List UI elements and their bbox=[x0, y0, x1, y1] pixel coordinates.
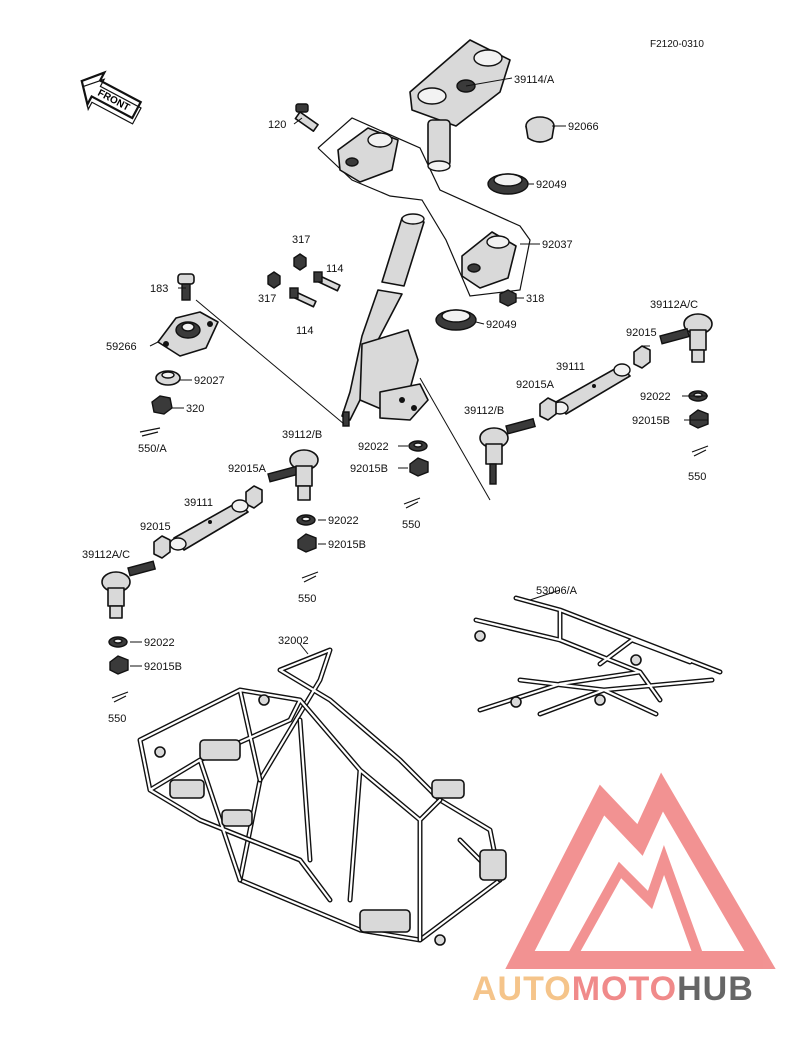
bracket-59266 bbox=[157, 311, 219, 357]
locknut-92015-right bbox=[633, 345, 651, 369]
label-92022-right: 92022 bbox=[640, 391, 671, 403]
label-550-right: 550 bbox=[688, 471, 706, 483]
part-labels: 39114/A 92066 120 92049 92037 317 317 11… bbox=[82, 74, 706, 725]
tie-rod-end-left-upper bbox=[267, 449, 319, 501]
tie-rod-end-mid bbox=[479, 417, 536, 485]
main-frame bbox=[137, 647, 507, 946]
label-550a: 550/A bbox=[138, 443, 167, 455]
label-39111-right: 39111 bbox=[556, 361, 585, 373]
locknut-92015-left bbox=[153, 535, 171, 559]
washer-92022-left2 bbox=[296, 514, 316, 526]
label-92022-left: 92022 bbox=[144, 637, 175, 649]
diagram-code: F2120-0310 bbox=[650, 39, 704, 50]
nut-92015b-mid bbox=[409, 457, 429, 477]
label-92015a-left: 92015A bbox=[228, 463, 267, 475]
nut-317-a bbox=[293, 253, 307, 271]
label-317-b: 317 bbox=[258, 293, 276, 305]
handlebar-holder bbox=[409, 39, 511, 172]
label-53006a: 53006/A bbox=[536, 585, 578, 597]
cotter-550-mid bbox=[403, 497, 421, 509]
tie-rod-end-left-lower bbox=[101, 560, 157, 619]
label-39112b-left: 39112/B bbox=[282, 429, 322, 441]
washer-92022-left bbox=[108, 636, 128, 648]
label-92022-mid: 92022 bbox=[358, 441, 389, 453]
label-92015-right: 92015 bbox=[626, 327, 657, 339]
label-92015-left: 92015 bbox=[140, 521, 171, 533]
cotter-550-left2 bbox=[301, 571, 319, 583]
label-114-a: 114 bbox=[326, 263, 344, 275]
label-183: 183 bbox=[150, 283, 168, 295]
label-59266: 59266 bbox=[106, 341, 137, 353]
nut-92015b-left bbox=[109, 655, 129, 675]
bolt-114-b bbox=[289, 287, 317, 308]
front-arrow-icon: FRONT bbox=[80, 70, 143, 125]
label-550-mid: 550 bbox=[402, 519, 420, 531]
seal-92049-bot bbox=[435, 309, 477, 331]
stem-lower-clamp bbox=[461, 231, 517, 289]
label-92022-left2: 92022 bbox=[328, 515, 359, 527]
tie-rod-right bbox=[551, 363, 631, 415]
label-550-left2: 550 bbox=[298, 593, 316, 605]
label-32002: 32002 bbox=[278, 635, 309, 647]
label-92015b-mid: 92015B bbox=[350, 463, 388, 475]
sub-frame bbox=[473, 595, 723, 717]
cotter-550-right bbox=[691, 445, 709, 457]
label-92015b-right: 92015B bbox=[632, 415, 670, 427]
watermark-hub: HUB bbox=[677, 970, 754, 1008]
label-92066: 92066 bbox=[568, 121, 599, 133]
label-92015a-right: 92015A bbox=[516, 379, 555, 391]
tie-rod-end-right bbox=[659, 313, 713, 363]
nut-318 bbox=[499, 289, 517, 307]
label-120: 120 bbox=[268, 119, 286, 131]
cotter-550-left bbox=[111, 691, 129, 703]
bolt-114-a bbox=[313, 271, 341, 292]
label-92049-top: 92049 bbox=[536, 179, 567, 191]
watermark-auto: AUTO bbox=[472, 970, 572, 1008]
label-550-left: 550 bbox=[108, 713, 126, 725]
seal-92049-top bbox=[487, 173, 529, 195]
watermark-moto: MOTO bbox=[572, 970, 677, 1008]
label-92049-bot: 92049 bbox=[486, 319, 517, 331]
label-114-b: 114 bbox=[296, 325, 314, 337]
steering-shaft bbox=[341, 213, 429, 427]
tie-rod-left bbox=[169, 499, 249, 551]
nut-92015b-right bbox=[689, 409, 709, 429]
cotter-550a bbox=[139, 427, 161, 437]
label-39111-left: 39111 bbox=[184, 497, 213, 509]
nut-317-b bbox=[267, 271, 281, 289]
washer-92022-mid bbox=[408, 440, 428, 452]
label-39114a: 39114/A bbox=[514, 74, 555, 86]
label-92015b-left2: 92015B bbox=[328, 539, 366, 551]
collar-92027 bbox=[155, 370, 181, 386]
label-317-a: 317 bbox=[292, 234, 310, 246]
label-39112b-right: 39112/B bbox=[464, 405, 504, 417]
bolt-120 bbox=[294, 103, 319, 132]
label-318: 318 bbox=[526, 293, 544, 305]
label-39112ac-right: 39112A/C bbox=[650, 299, 698, 311]
watermark-text: AUTOMOTOHUB bbox=[472, 970, 754, 1008]
label-92027: 92027 bbox=[194, 375, 225, 387]
stem-clamp bbox=[337, 127, 399, 183]
stem-group-outline bbox=[317, 117, 531, 297]
stem-cap bbox=[525, 116, 555, 143]
nut-92015b-left2 bbox=[297, 533, 317, 553]
nut-320 bbox=[151, 395, 173, 415]
locknut-92015a-right bbox=[539, 397, 557, 421]
label-320: 320 bbox=[186, 403, 204, 415]
label-92015b-left: 92015B bbox=[144, 661, 182, 673]
label-92037: 92037 bbox=[542, 239, 573, 251]
watermark-logo-icon bbox=[505, 772, 776, 969]
bolt-183 bbox=[177, 273, 195, 301]
label-39112ac-left: 39112A/C bbox=[82, 549, 130, 561]
leader-lines bbox=[130, 77, 708, 667]
